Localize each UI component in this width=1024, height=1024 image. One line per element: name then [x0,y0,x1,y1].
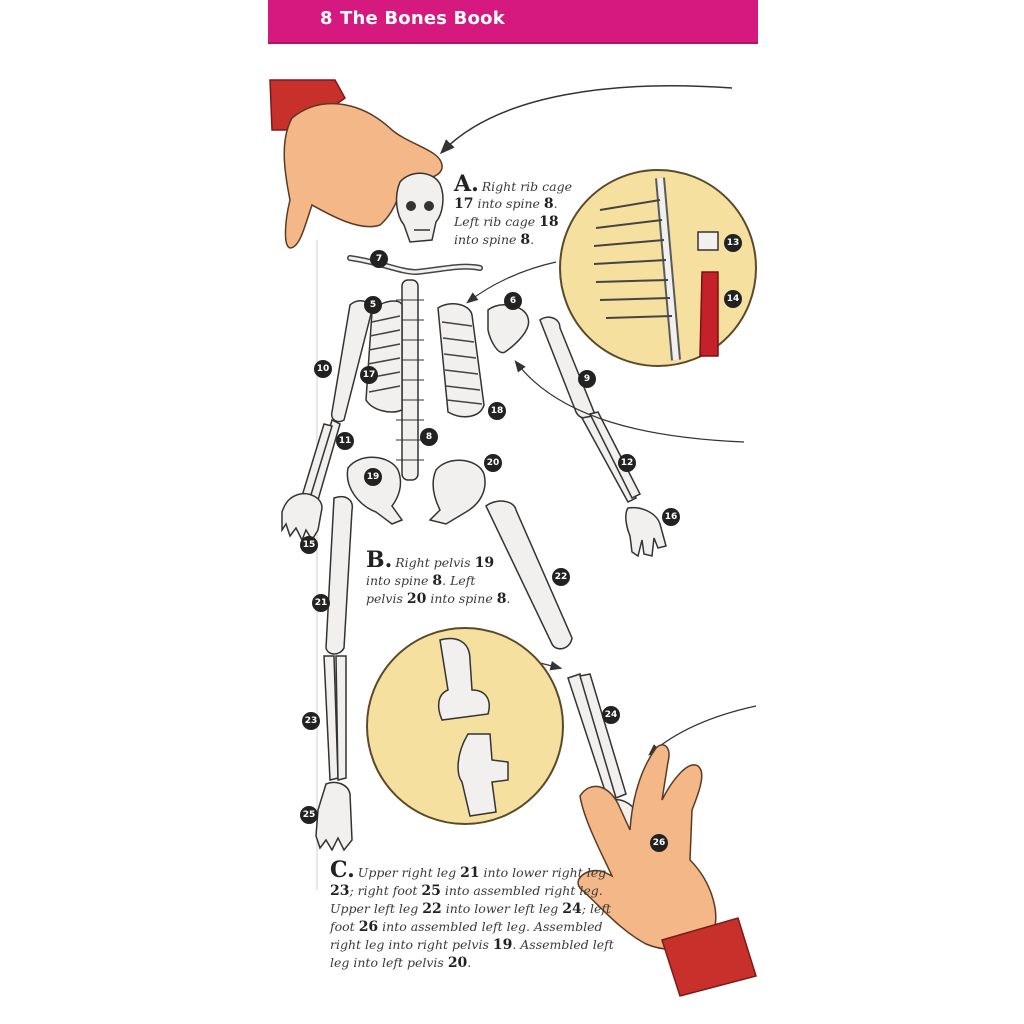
instruction-c-letter: C. [330,857,355,883]
page-header: 8 The Bones Book [268,0,758,44]
instruction-b-letter: B. [366,547,393,573]
part-number: 8 [496,591,507,607]
part-number: 19 [474,555,495,571]
part-number: 19 [492,937,513,953]
part-label-14: 14 [724,290,742,308]
part-label-6: 6 [504,292,522,310]
skull-piece [395,172,444,243]
right-leg-piece [315,496,354,852]
shoulder-blade-piece [487,303,530,354]
part-label-9: 9 [578,370,596,388]
instruction-b: B.Right pelvis 19 into spine 8. Left pel… [366,549,516,608]
part-label-26: 26 [650,834,668,852]
part-number: 22 [422,901,442,917]
instruction-c: C.Upper right leg 21 into lower right le… [330,859,620,972]
instruction-text: . Left pelvis [366,573,476,606]
right-pelvis-piece [346,456,404,525]
arrow-to-skull [439,85,733,155]
arrow-to-rib [466,261,557,304]
part-number: 23 [330,883,350,899]
instruction-text: . [467,955,472,970]
instruction-a: A.Right rib cage 17 into spine 8. Left r… [454,173,574,249]
page-number: 8 [320,8,333,29]
part-label-5: 5 [364,296,382,314]
instruction-text: ; right foot [349,883,422,898]
instruction-text: into spine [454,232,521,247]
instruction-text: . [506,591,511,606]
instruction-text: into spine [366,573,433,588]
part-label-13: 13 [724,234,742,252]
part-label-10: 10 [314,360,332,378]
part-number: 20 [406,591,427,607]
rib-detail-inset [559,169,757,367]
part-label-18: 18 [488,402,506,420]
part-number: 8 [432,573,443,589]
instruction-text: into spine [426,591,497,606]
page-divider-line [316,240,318,890]
instruction-a-letter: A. [454,171,479,197]
part-label-12: 12 [618,454,636,472]
instruction-text: into assembled left leg. Assembled right… [330,919,603,952]
left-arm-piece [539,316,667,558]
instruction-text: Right pelvis [395,555,475,570]
part-label-19: 19 [364,468,382,486]
instruction-text: into lower right leg [479,865,607,880]
part-number: 26 [358,919,379,935]
instruction-text: into lower left leg [441,901,563,916]
part-number: 20 [447,955,468,971]
instruction-text: . Left rib cage [454,196,558,229]
instruction-text: into assembled right leg. Upper left leg [330,883,603,916]
part-number: 25 [421,883,441,899]
part-number: 18 [539,214,559,230]
arrow-to-shoulder [514,360,745,443]
part-label-11: 11 [336,432,354,450]
hand-top-illustration [269,79,443,249]
part-label-7: 7 [370,250,388,268]
part-label-22: 22 [552,568,570,586]
part-label-23: 23 [302,712,320,730]
left-upper-leg-piece [485,500,573,650]
right-rib-cage-piece [365,300,403,413]
part-label-25: 25 [300,806,318,824]
joint-detail-inset [366,627,564,825]
instruction-text: into spine [473,196,544,211]
part-label-8: 8 [420,428,438,446]
part-label-24: 24 [602,706,620,724]
left-pelvis-piece [428,459,486,525]
part-number: 8 [520,232,531,248]
right-arm-piece [281,300,373,542]
instruction-text: . Assembled left leg into left pelvis [330,937,614,970]
part-number: 17 [454,196,474,212]
instruction-text: Upper right leg [357,865,461,880]
page-title: The Bones Book [340,8,505,29]
part-label-20: 20 [484,454,502,472]
instruction-text: ; left foot [330,901,611,934]
left-rib-cage-piece [437,303,485,418]
part-number: 21 [460,865,480,881]
instruction-text: Right rib cage [481,179,572,194]
part-number: 8 [543,196,554,212]
part-label-16: 16 [662,508,680,526]
part-label-17: 17 [360,366,378,384]
part-label-21: 21 [312,594,330,612]
instruction-text: . [530,232,535,247]
part-label-15: 15 [300,536,318,554]
part-number: 24 [562,901,582,917]
hand-bottom-illustration [577,744,757,997]
